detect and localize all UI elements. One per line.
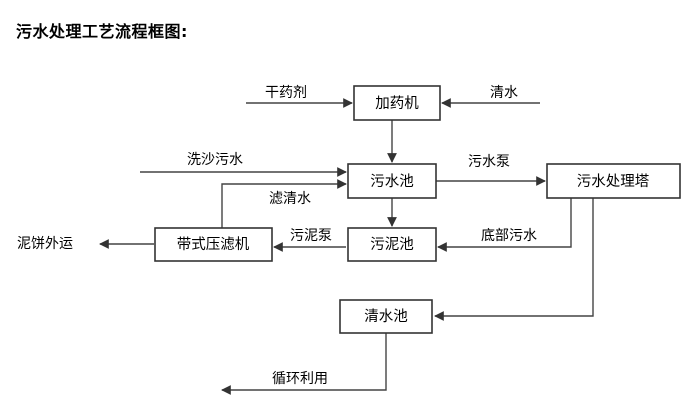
node-clean-water-pool[interactable]: 清水池 bbox=[339, 299, 433, 334]
edge-label-recycle-reuse: 循环利用 bbox=[272, 371, 328, 387]
edge-label-filtered-water: 滤清水 bbox=[269, 191, 311, 207]
node-belt-filter-press[interactable]: 带式压滤机 bbox=[154, 227, 273, 262]
edge-clean-water-pool-to-reuse bbox=[221, 333, 387, 395]
edge-label-dry-chemical: 干药剂 bbox=[265, 85, 307, 101]
edge-filtrate-to-sewage-pool bbox=[221, 179, 347, 228]
terminal-label-mud-cake-out: 泥饼外运 bbox=[17, 236, 73, 252]
node-label-belt-filter-press: 带式压滤机 bbox=[177, 236, 250, 253]
node-sludge-pool[interactable]: 污泥池 bbox=[347, 227, 437, 262]
edge-label-clean-water: 清水 bbox=[490, 85, 518, 101]
node-label-sludge-pool: 污泥池 bbox=[370, 236, 414, 253]
node-box-treatment-tower[interactable] bbox=[546, 163, 681, 199]
node-sewage-pool[interactable]: 污水池 bbox=[347, 163, 437, 199]
edge-tower-to-clean-water-pool bbox=[434, 198, 594, 321]
page-title: 污水处理工艺流程框图: bbox=[16, 22, 188, 41]
edge-label-sand-wash-sewage: 洗沙污水 bbox=[187, 152, 243, 168]
node-box-sewage-pool[interactable] bbox=[347, 163, 437, 199]
node-dosing-machine[interactable]: 加药机 bbox=[353, 85, 441, 121]
edge-label-sludge-pump: 污泥泵 bbox=[290, 228, 332, 244]
node-box-dosing-machine[interactable] bbox=[353, 85, 441, 121]
node-label-clean-water-pool: 清水池 bbox=[364, 308, 408, 325]
node-box-belt-filter-press[interactable] bbox=[154, 227, 273, 262]
node-treatment-tower[interactable]: 污水处理塔 bbox=[546, 163, 681, 199]
node-box-clean-water-pool[interactable] bbox=[339, 299, 433, 334]
edge-label-sewage-pump: 污水泵 bbox=[468, 154, 510, 170]
node-label-treatment-tower: 污水处理塔 bbox=[577, 173, 650, 190]
node-label-sewage-pool: 污水池 bbox=[370, 173, 414, 190]
node-box-sludge-pool[interactable] bbox=[347, 227, 437, 262]
edge-label-bottom-sewage: 底部污水 bbox=[481, 228, 537, 244]
edge-tower-bottom-to-sludge-pool bbox=[437, 198, 572, 252]
node-label-dosing-machine: 加药机 bbox=[375, 95, 419, 112]
